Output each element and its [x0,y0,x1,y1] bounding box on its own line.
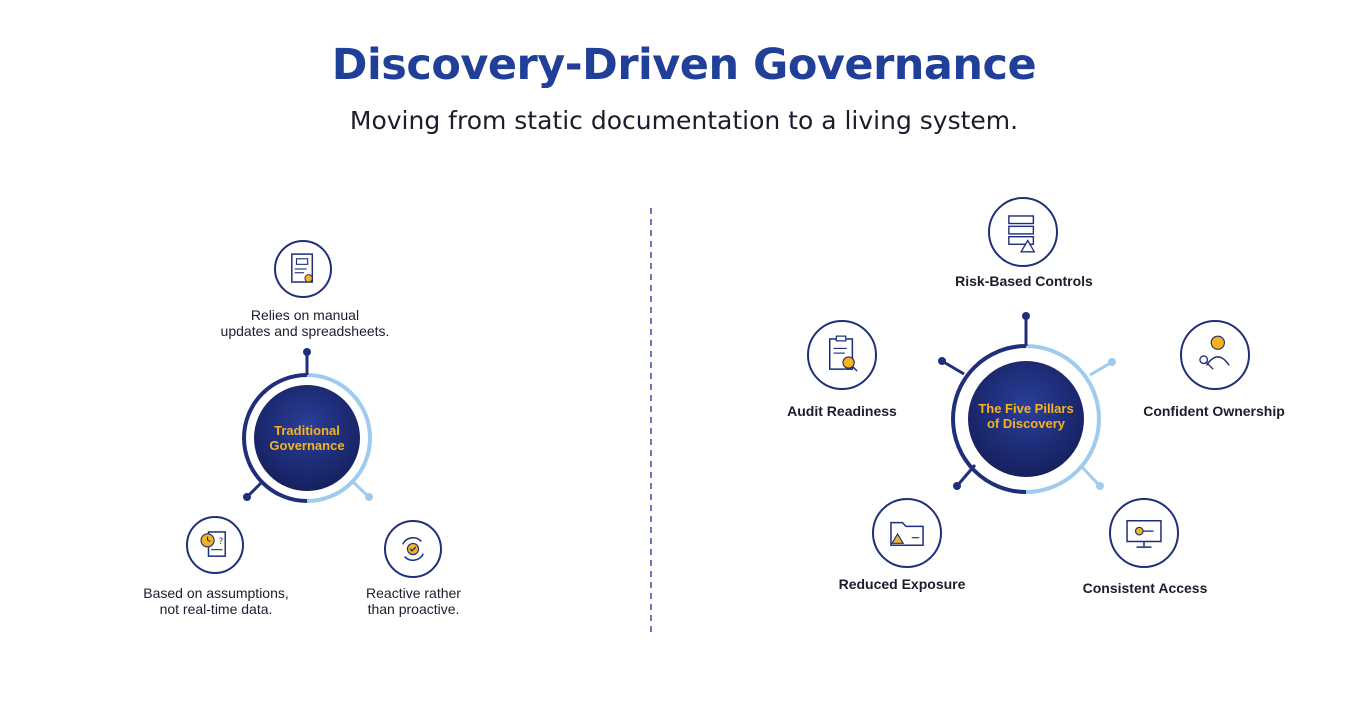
pillar-risk-based-controls: Risk-Based Controls [955,273,1093,289]
page-title: Discovery-Driven Governance [331,40,1037,90]
pillar-audit-readiness: Audit Readiness [787,403,897,419]
traditional-item-1-label: Relies on manual updates and spreadsheet… [220,307,390,339]
traditional-item-2-label: Based on assumptions, not real-time data… [143,585,289,617]
svg-text:?: ? [219,536,223,546]
pillar-reduced-exposure: Reduced Exposure [838,576,966,592]
clock-question-icon: ? [186,516,244,574]
refresh-check-icon [384,520,442,578]
traditional-hub [254,385,360,491]
user-key-icon [1180,320,1250,390]
server-warning-icon [988,197,1058,267]
pillar-consistent-access: Consistent Access [1082,580,1208,596]
monitor-key-icon [1109,498,1179,568]
traditional-ring [242,348,373,503]
traditional-item-3-label: Reactive rather than proactive. [366,585,461,617]
discovery-hub [968,361,1084,477]
page-subtitle: Moving from static documentation to a li… [349,106,1019,135]
pillar-confident-ownership: Confident Ownership [1143,403,1285,419]
document-chart-icon [274,240,332,298]
clipboard-check-icon [807,320,877,390]
discovery-hub-label: The Five Pillars of Discovery [978,401,1074,431]
folder-warning-icon [872,498,942,568]
discovery-ring [938,312,1116,494]
traditional-hub-label: Traditional Governance [269,423,345,453]
